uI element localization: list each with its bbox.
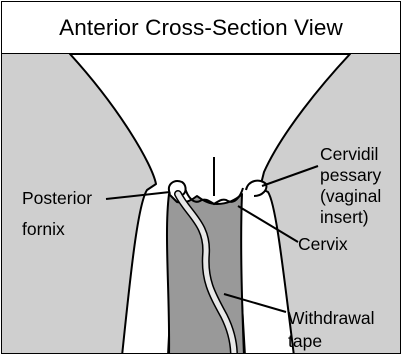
cross-section-diagram: Posterior fornix Cervidil pessary (vagin… [2,54,401,354]
title-bar: Anterior Cross-Section View [2,2,400,54]
diagram-title: Anterior Cross-Section View [59,15,343,41]
label-cervix: Cervix [298,234,348,254]
